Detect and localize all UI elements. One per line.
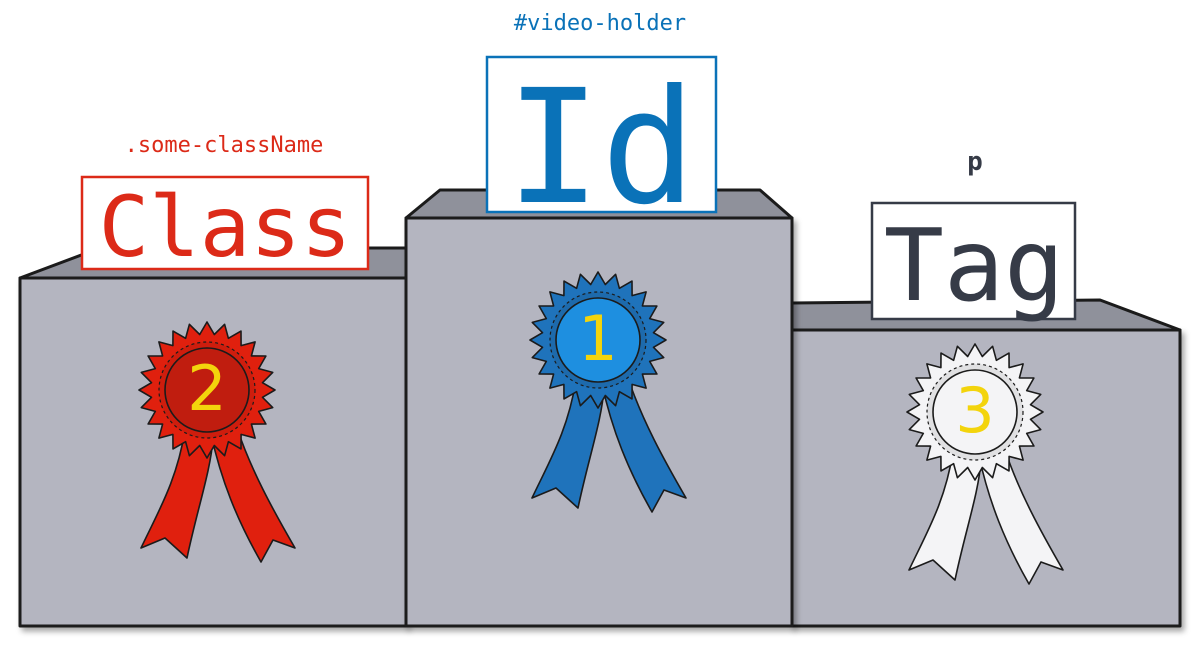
medal-disc bbox=[164, 347, 250, 433]
second-selector: .some-className bbox=[125, 133, 324, 158]
third-word-box bbox=[870, 201, 1077, 321]
second-word-box bbox=[80, 175, 370, 271]
first-place-label: #video-holder Id bbox=[485, 11, 718, 240]
third-selector: p bbox=[967, 147, 983, 177]
ribbon-tail-right bbox=[601, 377, 687, 513]
ribbon-tail-left bbox=[531, 379, 605, 509]
ribbon-tail-left bbox=[140, 429, 214, 559]
first-word: Id bbox=[506, 56, 696, 240]
third-rank-number: 3 bbox=[955, 374, 994, 447]
first-place-ribbon-icon: 1 bbox=[529, 271, 687, 513]
podium-second-front bbox=[18, 276, 408, 628]
second-place-label: .some-className Class bbox=[80, 133, 370, 276]
ribbon-tail-left bbox=[908, 451, 982, 581]
third-place-ribbon-icon: 3 bbox=[906, 343, 1064, 585]
second-place-ribbon-icon: 2 bbox=[138, 321, 296, 563]
first-word-box bbox=[485, 55, 718, 214]
second-rank-number: 2 bbox=[187, 352, 226, 425]
first-selector: #video-holder bbox=[514, 11, 686, 36]
ribbon-tail-right bbox=[210, 427, 296, 563]
third-word: Tag bbox=[884, 207, 1065, 324]
third-place-label: p Tag bbox=[870, 147, 1077, 324]
second-word: Class bbox=[99, 178, 352, 276]
first-rank-number: 1 bbox=[578, 302, 617, 375]
ribbon-tail-right bbox=[978, 449, 1064, 585]
medal-disc bbox=[932, 369, 1018, 455]
medal-disc bbox=[555, 297, 641, 383]
